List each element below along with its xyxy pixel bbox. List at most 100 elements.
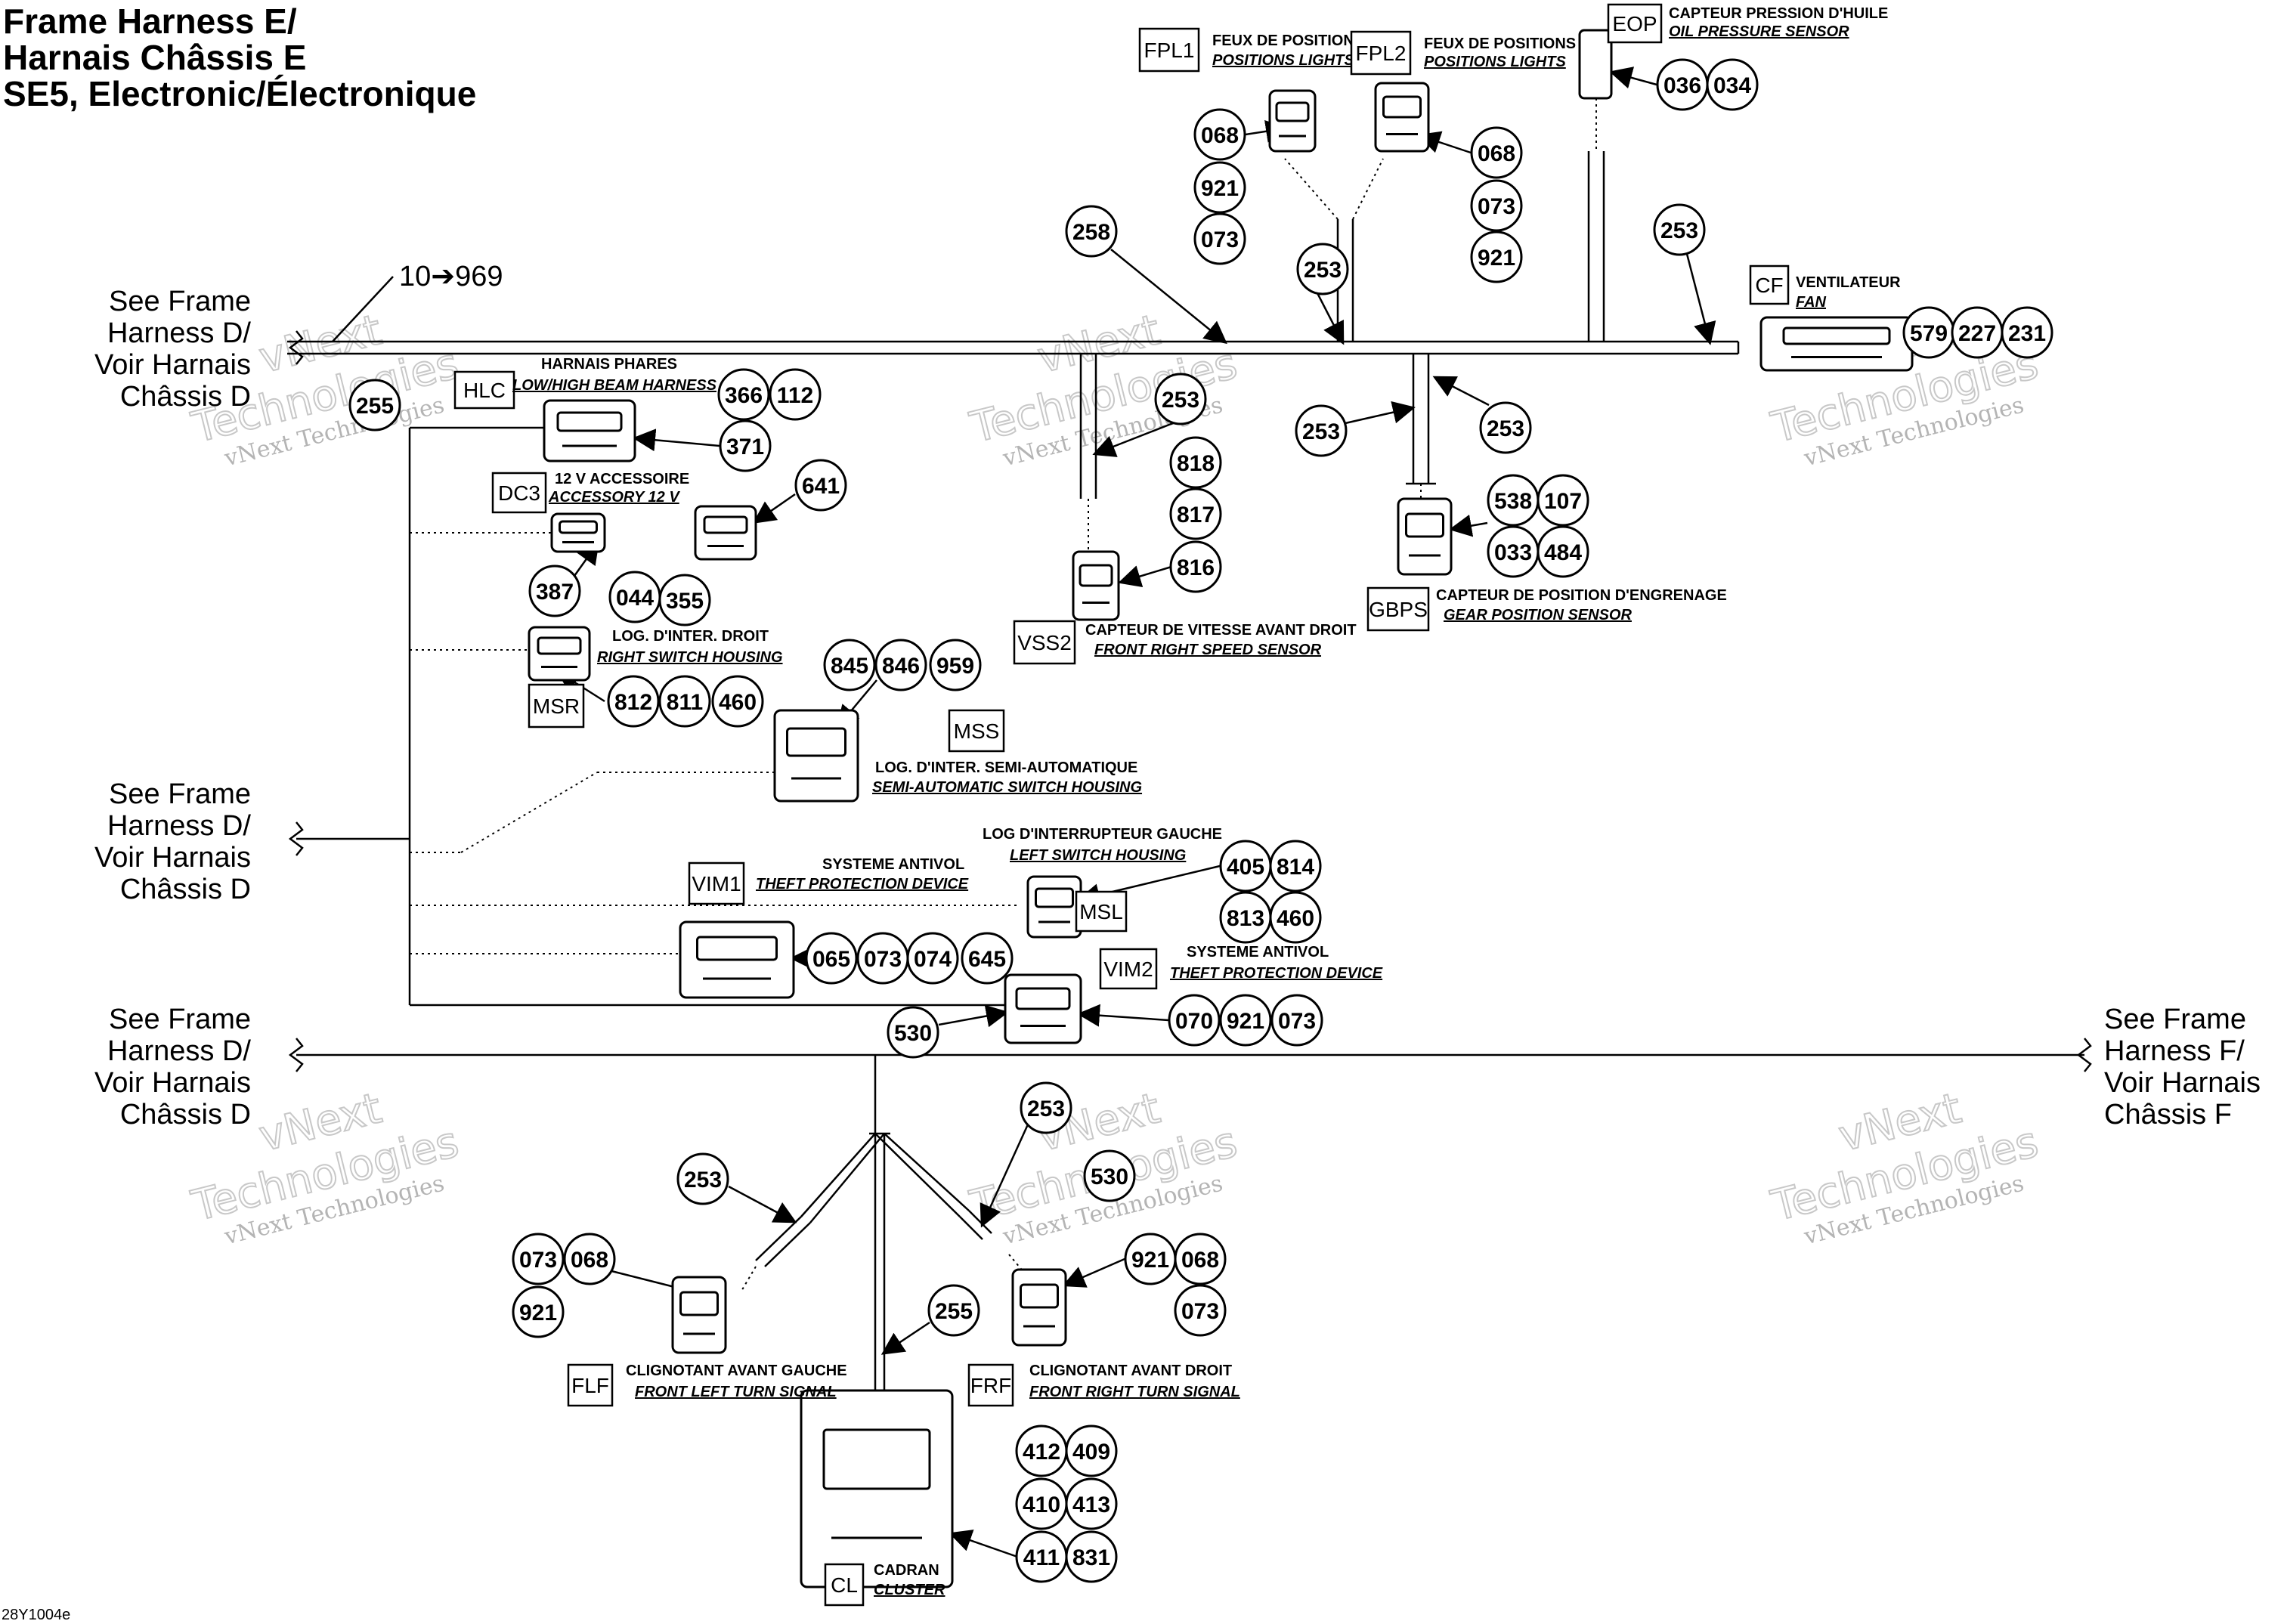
part-ref-bubble: 413 xyxy=(1065,1477,1118,1530)
part-ref-bubble: 817 xyxy=(1169,487,1222,540)
note-line: Harness D/ xyxy=(107,317,251,349)
part-ref-bubble: 073 xyxy=(1193,212,1246,265)
break-symbol xyxy=(288,821,304,856)
bubble-circle xyxy=(2001,306,2053,359)
part-ref-bubble: 811 xyxy=(658,675,711,728)
part-ref-number: 034 xyxy=(1713,73,1751,98)
see-note-left-mid: See Frame Harness D/ Voir Harnais Châssi… xyxy=(53,778,251,905)
bubble-circle xyxy=(1174,1284,1227,1337)
connector-label-en: THEFT PROTECTION DEVICE xyxy=(756,876,969,892)
bubble-circle xyxy=(1020,1081,1072,1134)
connector-label-fr: SYSTEME ANTIVOL xyxy=(822,856,964,873)
dotted-lead xyxy=(460,772,598,853)
part-ref-number: 413 xyxy=(1072,1493,1110,1517)
part-ref-number: 068 xyxy=(1201,123,1239,148)
part-ref-bubble: 921 xyxy=(1193,161,1246,214)
bubble-circle xyxy=(1169,540,1222,593)
part-ref-bubble: 387 xyxy=(528,565,581,617)
part-ref-bubble: 484 xyxy=(1537,525,1589,578)
part-ref-number: 959 xyxy=(936,654,974,679)
part-ref-bubble: 355 xyxy=(658,574,711,626)
connector-label-fr: CLIGNOTANT AVANT DROIT xyxy=(1029,1363,1232,1379)
see-note-left-top: See Frame Harness D/ Voir Harnais Châssi… xyxy=(53,286,251,413)
connector-code-box xyxy=(1350,30,1412,76)
part-ref-bubble: 530 xyxy=(1083,1149,1136,1202)
note-line: See Frame xyxy=(2104,1004,2246,1035)
connector-label-fr: VENTILATEUR xyxy=(1796,274,1901,291)
connector-label-fr: FEUX DE POSITIONS xyxy=(1424,36,1576,52)
part-ref-number: 073 xyxy=(519,1248,557,1273)
connector-code: FLF xyxy=(571,1374,609,1397)
bubble-circle xyxy=(929,639,982,691)
part-ref-bubble: 253 xyxy=(1154,373,1207,425)
bubble-circle xyxy=(1653,203,1706,256)
wire xyxy=(884,1133,970,1211)
part-ref-bubble: 227 xyxy=(1951,306,2004,359)
part-ref-number: 641 xyxy=(802,474,840,499)
part-ref-bubble: 405 xyxy=(1219,840,1272,892)
part-ref-bubble: 812 xyxy=(607,675,660,728)
cluster-connector-icon xyxy=(800,1389,954,1588)
connector-label-fr: LOG. D'INTER. DROIT xyxy=(612,628,769,645)
leader-arrow xyxy=(1314,288,1345,345)
bubble-circle xyxy=(794,459,847,512)
part-ref-number: 036 xyxy=(1663,73,1701,98)
part-ref-bubble: 258 xyxy=(1065,205,1118,258)
part-ref-bubble: 073 xyxy=(1470,179,1523,232)
connector-code: EOP xyxy=(1612,12,1657,36)
connector-label-en: SEMI-AUTOMATIC SWITCH HOUSING xyxy=(872,779,1142,796)
bubble-circle xyxy=(1065,1530,1118,1583)
leader-arrow xyxy=(728,1185,797,1223)
part-ref-bubble: 831 xyxy=(1065,1530,1118,1583)
drawing-id: 28Y1004e xyxy=(2,1607,71,1623)
connector-label-fr: 12 V ACCESSOIRE xyxy=(555,471,689,487)
part-ref-number: 816 xyxy=(1177,555,1215,580)
part-ref-number: 813 xyxy=(1227,906,1264,931)
connector-code: FRF xyxy=(970,1374,1011,1397)
frf-connector-icon xyxy=(1011,1268,1067,1347)
bubble-circle xyxy=(512,1285,565,1338)
part-ref-number: 812 xyxy=(614,690,652,715)
part-ref-number: 253 xyxy=(684,1168,722,1192)
part-ref-number: 846 xyxy=(882,654,920,679)
wire xyxy=(800,1133,876,1217)
connector-label-en: GEAR POSITION SENSOR xyxy=(1444,607,1632,623)
connector-label-fr: CLIGNOTANT AVANT GAUCHE xyxy=(626,1363,847,1379)
bubble-circle xyxy=(874,639,927,691)
leader-arrow xyxy=(1345,401,1416,425)
part-ref-number: 831 xyxy=(1072,1545,1110,1570)
part-ref-bubble: 068 xyxy=(1174,1233,1227,1285)
connector-label-fr: SYSTEME ANTIVOL xyxy=(1187,944,1329,960)
part-ref-number: 073 xyxy=(864,947,902,972)
connector-code: CL xyxy=(831,1573,858,1597)
part-ref-number: 068 xyxy=(1181,1248,1219,1273)
connector-label-en: OIL PRESSURE SENSOR xyxy=(1669,23,1849,40)
leader-arrow xyxy=(1092,422,1174,457)
flf-connector-icon xyxy=(671,1276,727,1354)
part-ref-bubble: 813 xyxy=(1219,891,1272,944)
part-ref-number: 387 xyxy=(536,580,574,605)
part-ref-bubble: 253 xyxy=(1295,404,1348,457)
part-ref-number: 921 xyxy=(1131,1248,1169,1273)
connector-code-box xyxy=(1075,890,1128,933)
connector-code: MSS xyxy=(954,719,1000,743)
part-ref-number: 412 xyxy=(1023,1440,1060,1465)
note-line: Harness F/ xyxy=(2104,1035,2245,1067)
bubble-circle xyxy=(1470,179,1523,232)
part-ref-bubble: 959 xyxy=(929,639,982,691)
part-ref-bubble: 371 xyxy=(719,419,772,472)
connector-label-en: FRONT RIGHT TURN SIGNAL xyxy=(1029,1384,1240,1400)
part-ref-number: 073 xyxy=(1278,1009,1316,1034)
leader-arrow xyxy=(1685,253,1716,345)
note-line: See Frame xyxy=(109,286,251,317)
part-ref-bubble: 073 xyxy=(512,1233,565,1285)
part-ref-number: 921 xyxy=(519,1301,557,1325)
bubble-circle xyxy=(717,368,770,421)
connector-code: VSS2 xyxy=(1017,631,1072,654)
msl-connector-icon xyxy=(1026,875,1082,939)
bubble-circle xyxy=(1065,1424,1118,1477)
